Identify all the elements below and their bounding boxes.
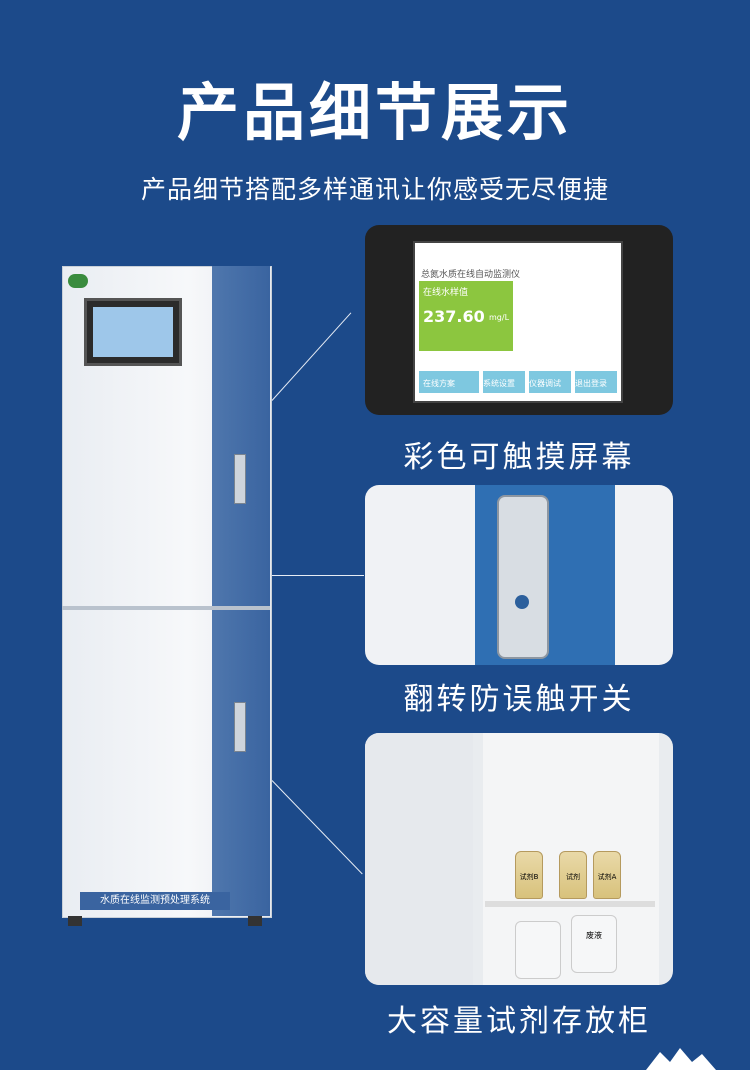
page-title: 产品细节展示 [176,76,573,149]
touchscreen-display: 总氮水质在线自动监测仪 在线水样值 237.60 mg/L 在线方案 系统设置 … [413,241,623,403]
screen-unit: mg/L [489,313,510,322]
cabinet-side-panel [212,266,270,916]
reagent-bottle: 试剂A [593,851,621,899]
cabinet-foot-right [248,916,262,926]
open-door [365,733,473,985]
reagent-bottle: 试剂 [559,851,587,899]
cabinet-label: 水质在线监测预处理系统 [80,892,230,910]
screen-button-3[interactable]: 仪器调试 [529,371,571,393]
waste-can [515,921,561,979]
connector-line-cabinet [271,780,363,875]
brand-logo-icon [646,1048,716,1070]
touchscreen-detail-image: 总氮水质在线自动监测仪 在线水样值 237.60 mg/L 在线方案 系统设置 … [365,225,673,415]
cabinet-screen-display [93,307,173,357]
cabinet-foot-left [68,916,82,926]
reagent-cabinet-detail-image: 试剂B 试剂 试剂A 废液 [365,733,673,985]
lower-door-handle [234,702,246,752]
switch-detail-image [365,485,673,665]
cabinet-image: 水质在线监测预处理系统 [62,266,272,926]
cep-badge-icon [68,274,88,288]
lock-icon [515,595,529,609]
flip-latch-icon [497,495,549,659]
screen-button-1[interactable]: 在线方案 [419,371,479,393]
screen-button-2[interactable]: 系统设置 [483,371,525,393]
caption-reagent-cabinet: 大容量试剂存放柜 [387,1004,651,1039]
screen-heading: 总氮水质在线自动监测仪 [421,270,521,280]
cabinet-screen [84,298,182,366]
cabinet-divider [62,606,270,610]
reagent-bottle: 试剂B [515,851,543,899]
screen-value: 237.60 [423,307,485,326]
screen-value-label: 在线水样值 [423,288,469,298]
screen-value-card [419,281,513,351]
upper-door-handle [234,454,246,504]
connector-line-screen [271,312,352,401]
shelf [485,901,655,907]
page-subtitle: 产品细节搭配多样通讯让你感受无尽便捷 [140,175,609,204]
waste-can: 废液 [571,915,617,973]
caption-switch: 翻转防误触开关 [403,682,635,717]
connector-line-switch [272,575,364,576]
caption-touchscreen: 彩色可触摸屏幕 [403,440,635,475]
screen-button-4[interactable]: 退出登录 [575,371,617,393]
